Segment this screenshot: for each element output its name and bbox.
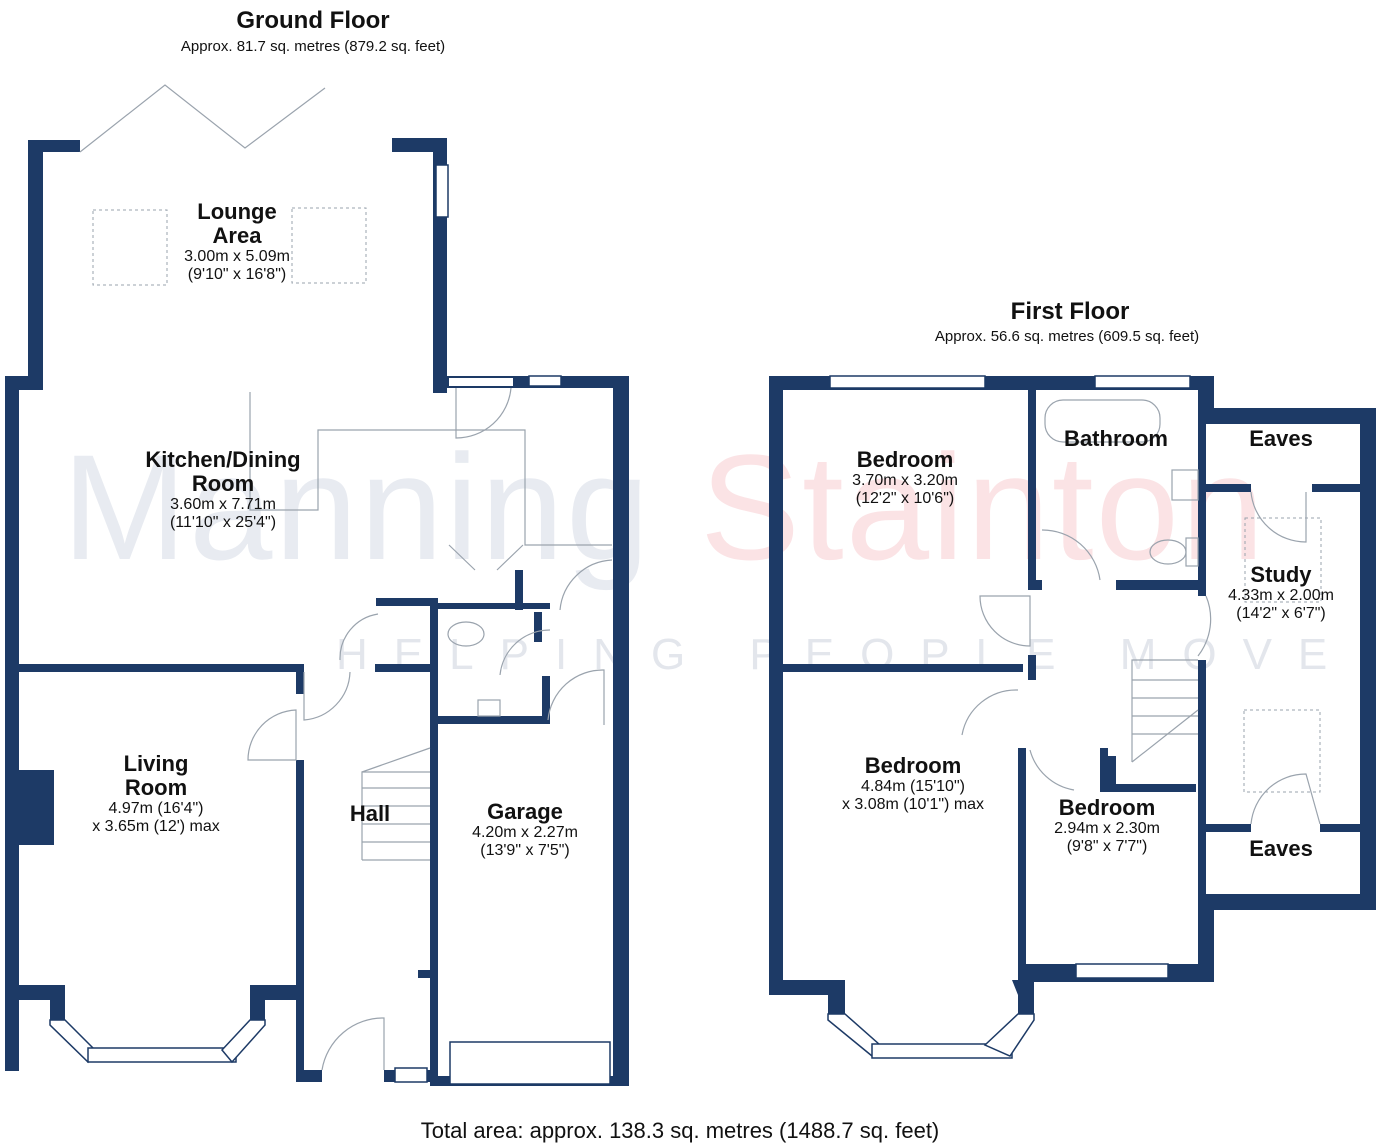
watermark-brand-left: Manning bbox=[62, 423, 652, 591]
room-study: Study 4.33m x 2.00m (14'2" x 6'7") bbox=[1228, 563, 1334, 623]
room-name: Eaves bbox=[1249, 836, 1313, 861]
room-name: Bedroom bbox=[1058, 795, 1156, 820]
room-name: Bedroom bbox=[856, 447, 954, 472]
room-dimension: 4.33m x 2.00m bbox=[1228, 587, 1334, 604]
room-name: Bedroom bbox=[864, 753, 962, 778]
first-floor-walls bbox=[769, 375, 1376, 1059]
room-garage: Garage 4.20m x 2.27m (13'9" x 7'5") bbox=[472, 800, 578, 860]
watermark-brand-right: Stainton bbox=[700, 423, 1267, 591]
room-name: Garage bbox=[487, 799, 563, 824]
room-bedroom-2: Bedroom 4.84m (15'10") x 3.08m (10'1") m… bbox=[842, 754, 984, 814]
ground-floor-fixtures bbox=[79, 84, 613, 1071]
room-hall: Hall bbox=[350, 802, 390, 826]
room-name: Living Room bbox=[123, 751, 189, 800]
room-name: Study bbox=[1250, 562, 1312, 587]
room-eaves-top: Eaves bbox=[1249, 427, 1313, 451]
first-floor-fixtures bbox=[961, 399, 1322, 825]
room-eaves-bottom: Eaves bbox=[1249, 837, 1313, 861]
room-dimension-imperial: x 3.08m (10'1") max bbox=[841, 796, 985, 813]
first-floor-area: Approx. 56.6 sq. metres (609.5 sq. feet) bbox=[934, 328, 1200, 345]
room-name: Hall bbox=[349, 801, 391, 826]
room-dimension: 3.70m x 3.20m bbox=[852, 472, 958, 489]
ground-floor-area: Approx. 81.7 sq. metres (879.2 sq. feet) bbox=[180, 38, 446, 55]
total-area: Total area: approx. 138.3 sq. metres (14… bbox=[420, 1118, 940, 1143]
room-bedroom-3: Bedroom 2.94m x 2.30m (9'8" x 7'7") bbox=[1054, 796, 1160, 856]
room-dimension-imperial: (11'10" x 25'4") bbox=[169, 514, 277, 531]
room-dimension: 3.60m x 7.71m bbox=[170, 496, 276, 513]
room-dimension: 4.97m (16'4") bbox=[108, 800, 204, 817]
room-dimension-imperial: (9'8" x 7'7") bbox=[1066, 838, 1148, 855]
room-dimension-imperial: (9'10" x 16'8") bbox=[187, 266, 287, 283]
room-name: Eaves bbox=[1249, 426, 1313, 451]
room-bedroom-1: Bedroom 3.70m x 3.20m (12'2" x 10'6") bbox=[852, 448, 958, 508]
room-name: Lounge Area bbox=[197, 199, 277, 248]
room-dimension: 4.20m x 2.27m bbox=[472, 824, 578, 841]
ground-floor-title: Ground Floor bbox=[236, 7, 390, 34]
room-lounge-area: Lounge Area 3.00m x 5.09m (9'10" x 16'8"… bbox=[184, 200, 290, 284]
room-name: Bathroom bbox=[1064, 426, 1168, 451]
first-floor-title: First Floor bbox=[1010, 298, 1130, 325]
room-dimension-imperial: x 3.65m (12') max bbox=[92, 818, 220, 835]
room-dimension-imperial: (13'9" x 7'5") bbox=[480, 842, 570, 859]
room-dimension: 3.00m x 5.09m bbox=[184, 248, 290, 265]
room-dimension-imperial: (14'2" x 6'7") bbox=[1236, 605, 1326, 622]
room-name: Kitchen/Dining Room bbox=[145, 447, 301, 496]
room-dimension-imperial: (12'2" x 10'6") bbox=[855, 490, 955, 507]
room-dimension: 4.84m (15'10") bbox=[861, 778, 965, 795]
room-bathroom: Bathroom bbox=[1064, 427, 1168, 451]
room-living-room: Living Room 4.97m (16'4") x 3.65m (12') … bbox=[92, 752, 220, 836]
ground-floor-walls bbox=[5, 138, 629, 1086]
room-kitchen-dining: Kitchen/Dining Room 3.60m x 7.71m (11'10… bbox=[145, 448, 300, 532]
room-dimension: 2.94m x 2.30m bbox=[1054, 820, 1160, 837]
